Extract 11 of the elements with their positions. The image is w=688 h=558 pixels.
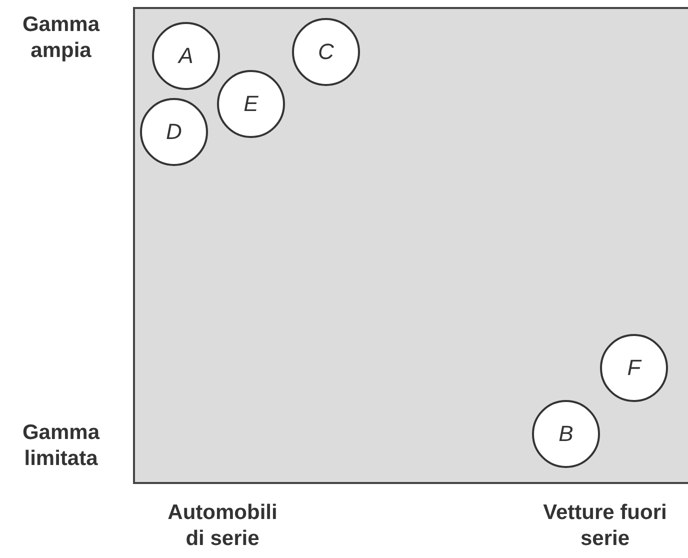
circle-letter: F <box>627 355 641 381</box>
axis-label: Vetture fuori serie <box>542 500 668 552</box>
circle-letter: B <box>558 421 574 447</box>
axis-label: Automobili di serie <box>166 500 278 552</box>
circle-letter: A <box>178 43 194 69</box>
circle-letter: D <box>166 119 182 145</box>
chart-panel <box>133 7 688 484</box>
axis-label: Gamma ampia <box>21 12 101 64</box>
circle-letter: E <box>244 91 258 117</box>
axis-label: Gamma limitata <box>21 420 101 472</box>
circle-letter: C <box>318 39 334 65</box>
